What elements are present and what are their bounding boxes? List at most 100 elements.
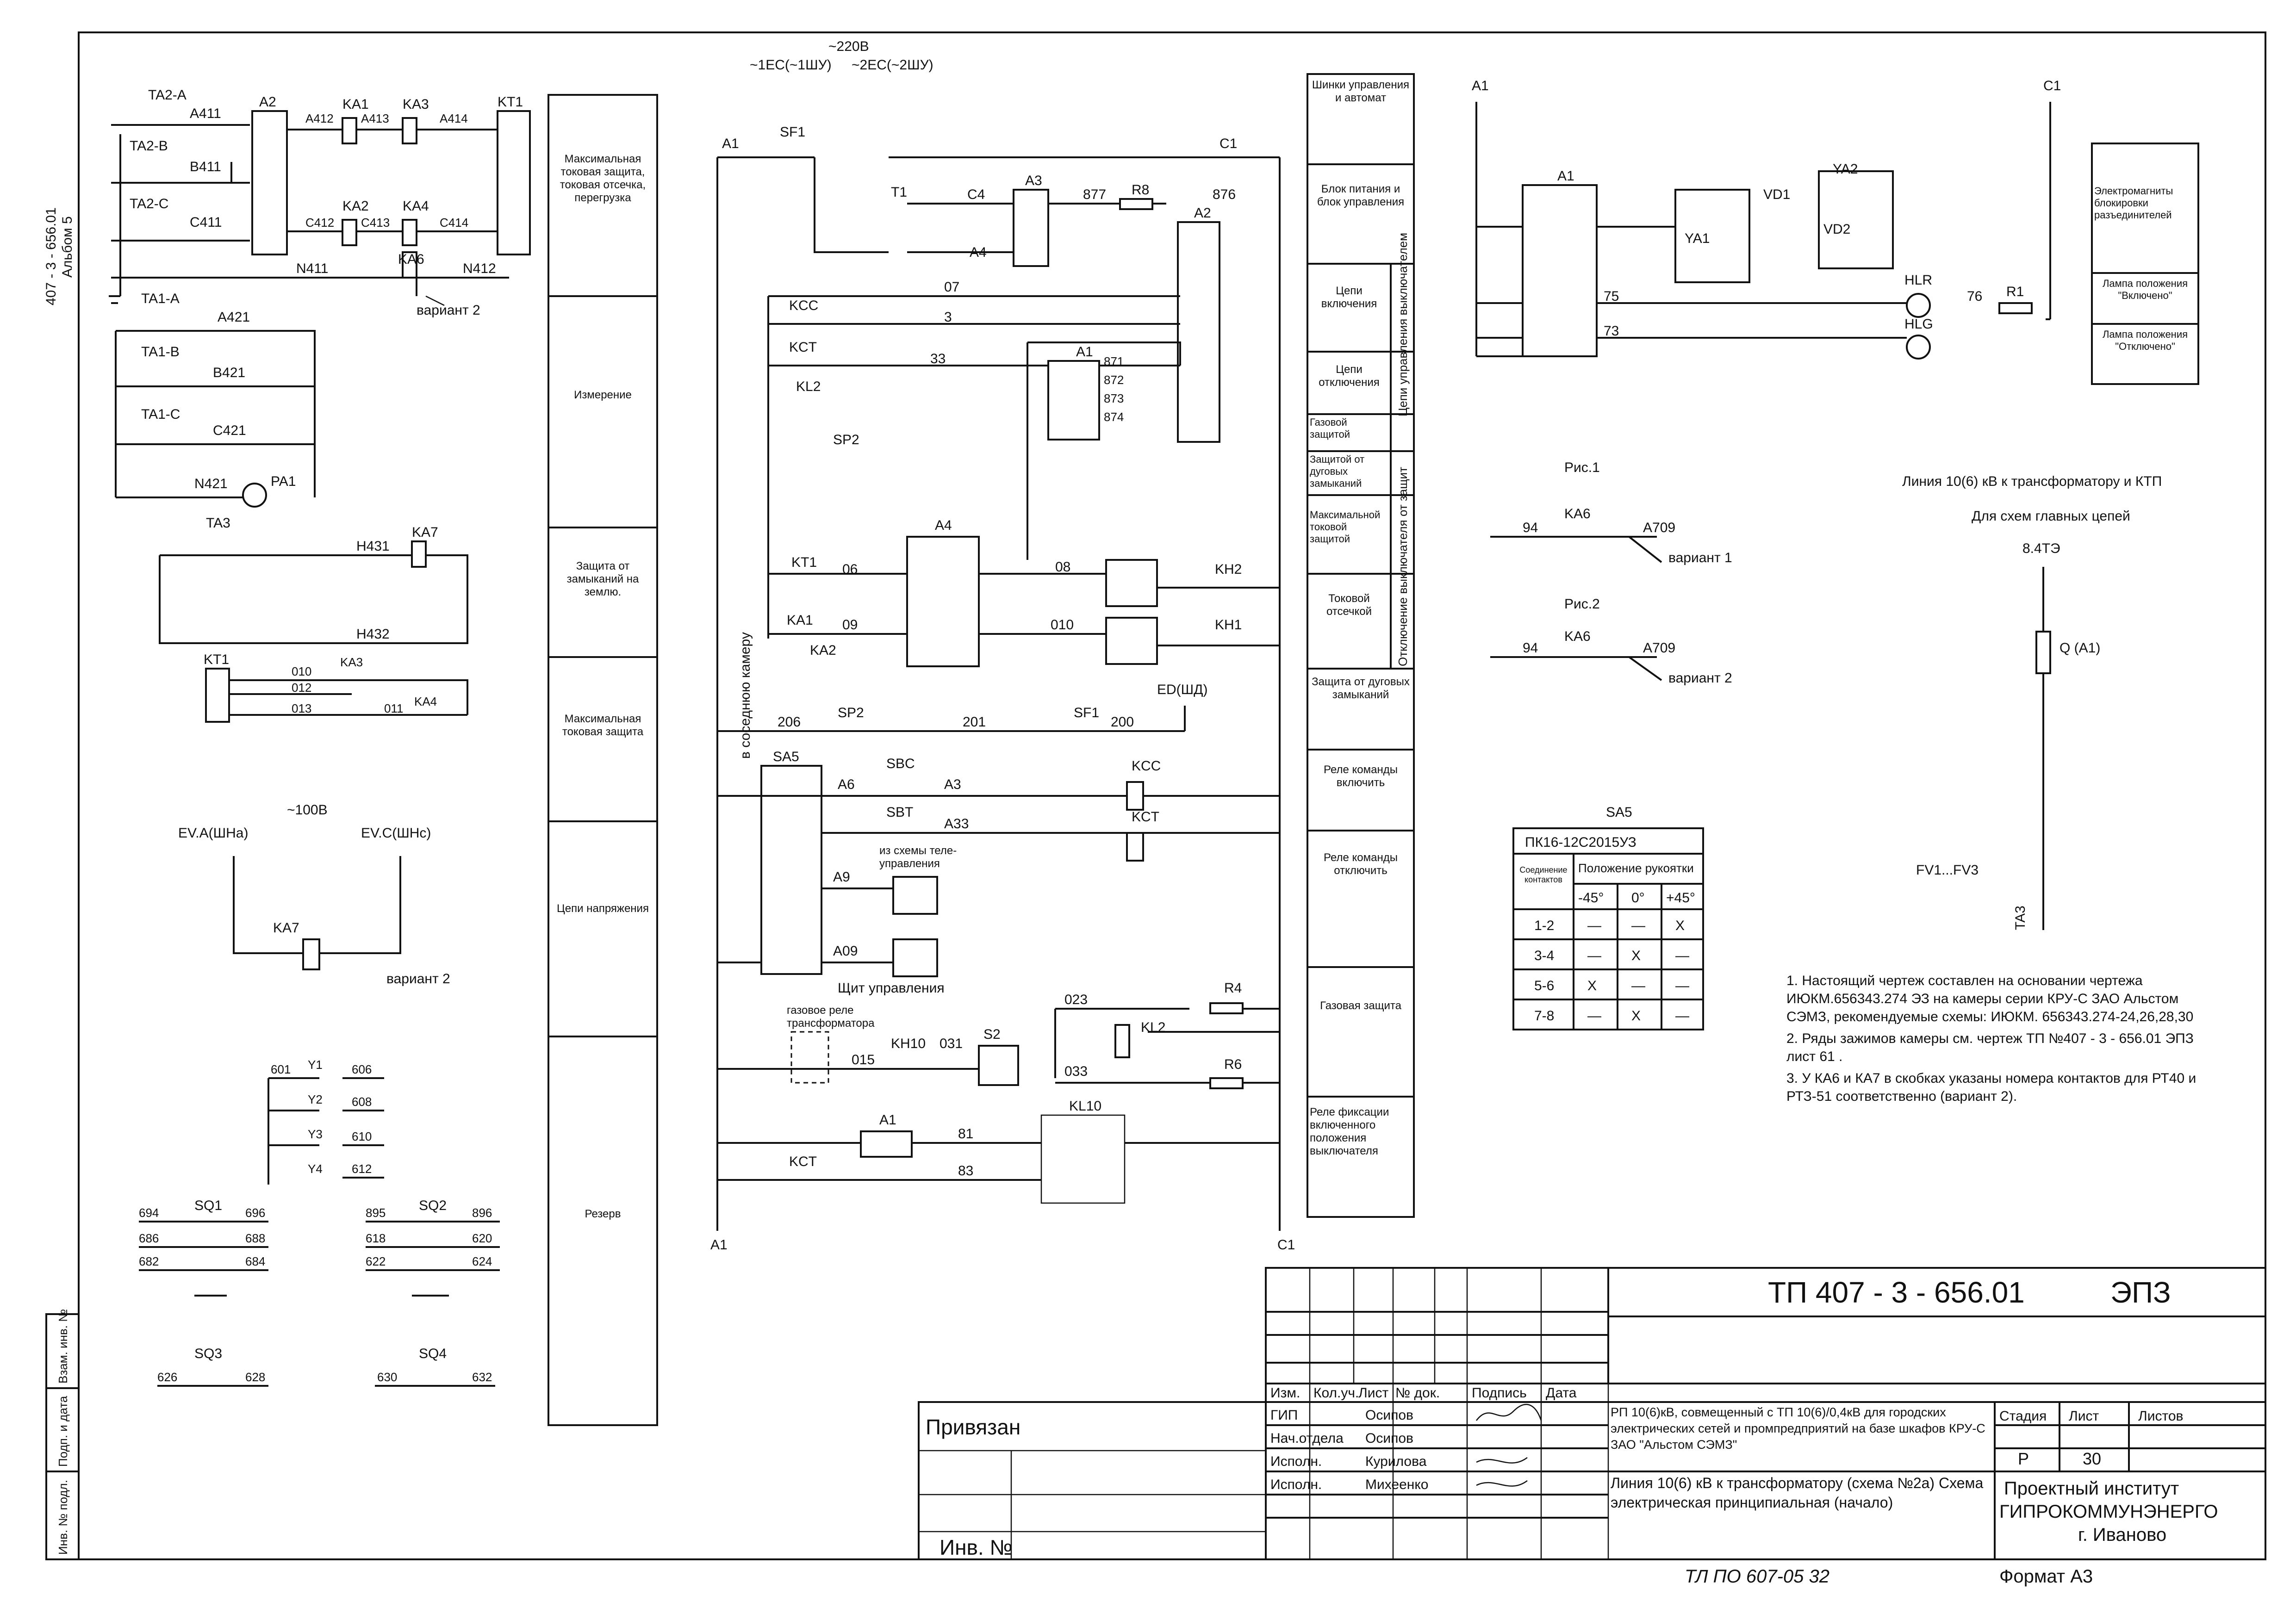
kt1-wiring	[229, 679, 468, 716]
block-control-panel	[892, 938, 938, 977]
project-name: РП 10(6)кВ, совмещенный с ТП 10(6)/0,4кВ…	[1611, 1405, 1985, 1452]
fig-1-label: Рис.1	[1564, 460, 1600, 475]
wire-09: 09	[842, 617, 858, 633]
wire-b411: B411	[190, 159, 221, 174]
wire-a414: A414	[440, 112, 468, 125]
sa5-cell: —	[1587, 918, 1601, 933]
legend-lamp-on: Лампа положения "Включено"	[2102, 278, 2188, 301]
wire-c413: C413	[361, 216, 390, 230]
wire-624: 624	[472, 1254, 492, 1268]
relay-ka7	[411, 540, 427, 568]
block-a3	[1013, 189, 1049, 267]
wire-895: 895	[366, 1206, 386, 1220]
wire-a4: A4	[970, 245, 987, 260]
ta1-wiring	[115, 330, 316, 498]
relay-kh2	[1105, 559, 1158, 607]
label-q: Q (A1)	[2060, 640, 2100, 656]
label-kt1: KT1	[498, 94, 523, 110]
wire-201: 201	[963, 714, 986, 730]
sq2-wiring	[366, 1221, 500, 1297]
name-exec-1: Курилова	[1365, 1454, 1427, 1469]
role-head: Нач.отдела	[1270, 1431, 1344, 1446]
wire-877: 877	[1083, 187, 1106, 202]
sq3-contacts: SQ3 626 628	[157, 1346, 268, 1387]
sheet-value: 30	[2083, 1449, 2101, 1468]
function-column-1: Максимальная токовая защита, токовая отс…	[548, 94, 658, 1426]
fc2-item-trip-cmd: Реле команды отключить	[1324, 851, 1398, 877]
switch-sa5	[760, 765, 822, 975]
label-a2: A2	[259, 94, 276, 110]
title-doc: ЭПЗ	[2110, 1276, 2171, 1309]
label-ka4-b: KA4	[414, 695, 437, 708]
fc1-dividers	[548, 295, 657, 1037]
wire-873: 873	[1104, 391, 1124, 405]
label-ta3: TA3	[206, 515, 230, 531]
title-block: ТП 407 - 3 - 656.01 ЭПЗ Изм. Кол.уч. Лис…	[918, 1267, 2266, 1587]
sa5-pos-minus45: -45°	[1578, 890, 1604, 906]
right-panel: A1 C1 A1 YA1 YA2 VD1 VD2 75 73 76 HLR HL…	[1472, 78, 2199, 930]
margin-doc-code: 407 - 3 - 656.01	[44, 207, 59, 305]
wire-612: 612	[352, 1162, 372, 1176]
block-a2	[251, 110, 288, 255]
block-a1-mid	[1047, 360, 1100, 441]
bus-a1-bottom: A1	[710, 1237, 728, 1253]
relay-kct	[1126, 832, 1144, 862]
fc2-item-trip: Цепи отключения	[1319, 363, 1380, 389]
label-hlr: HLR	[1904, 273, 1932, 288]
sa5-cell: X	[1631, 1008, 1641, 1024]
fc1-frame	[548, 94, 658, 1426]
left-panel: TA2-A TA2-B TA2-C A411 B411 C411 A2 KA1 …	[109, 87, 531, 1387]
lamp-hlr	[1906, 293, 1931, 318]
close-trip-wiring	[767, 295, 1181, 639]
wire-c421: C421	[213, 423, 246, 438]
wire-618: 618	[366, 1231, 386, 1245]
signature	[1476, 1457, 1528, 1464]
label-ka6-fig1: KA6	[1564, 506, 1591, 521]
wire-682: 682	[139, 1254, 159, 1268]
relay-kt1-contacts	[205, 668, 230, 723]
wire-015: 015	[852, 1052, 875, 1067]
legend-frame	[2091, 143, 2199, 385]
legend-dividers	[2092, 272, 2198, 325]
legend-blocking-magnets: Электромагниты блокировки разъединителей	[2094, 185, 2173, 221]
sheet-title: Линия 10(6) кВ к трансформатору (схема №…	[1611, 1475, 1984, 1511]
y-contacts: Y1 Y2 Y3 Y4 601 606 608 610 612	[268, 1058, 384, 1185]
wire-a09: A09	[833, 943, 858, 959]
ta3-loop	[159, 554, 468, 644]
title-block-columns	[1309, 1268, 1609, 1559]
sa5-cell: —	[1587, 948, 1601, 963]
wire-07: 07	[944, 279, 959, 295]
relay-ka7-b	[302, 938, 320, 970]
resistor-r6	[1209, 1077, 1244, 1089]
label-sp2-b: SP2	[838, 705, 864, 720]
fc2-item-position-relay: Реле фиксации включенного положения выкл…	[1310, 1106, 1389, 1157]
sa5-pos-header: Положение рукоятки	[1578, 861, 1694, 875]
wire-83: 83	[958, 1163, 973, 1179]
wire-610: 610	[352, 1129, 372, 1143]
relay-kl2	[1114, 1024, 1130, 1058]
sq4-contacts: SQ4 630 632	[375, 1346, 495, 1387]
stage-label: Стадия	[1999, 1409, 2047, 1424]
lamp-hlg	[1906, 335, 1931, 360]
wire-632: 632	[472, 1370, 492, 1384]
wire-620: 620	[472, 1231, 492, 1245]
label-r8: R8	[1132, 182, 1149, 198]
side-stamp-inv: Инв. № подл.	[56, 1480, 70, 1555]
label-ka2: KA2	[342, 199, 369, 214]
label-y4: Y4	[308, 1162, 323, 1176]
label-kct: KCT	[789, 340, 817, 355]
sa5-table: SA5 ПК16-12С2015УЗ Соединение контактов …	[1512, 805, 1704, 1030]
wire-013: 013	[292, 701, 311, 715]
wire-81: 81	[958, 1126, 973, 1142]
wire-n421: N421	[194, 476, 228, 491]
label-vd1: VD1	[1763, 187, 1790, 202]
wire-a411: A411	[190, 106, 221, 121]
sa5-row-contacts: 1-2	[1534, 918, 1554, 933]
ta2-wiring	[111, 124, 250, 296]
binding-frame	[918, 1401, 1267, 1560]
variant-2-fig2: вариант 2	[1668, 670, 1732, 686]
label-ya1: YA1	[1685, 231, 1710, 246]
vlabel-trip-protection: Отключение выключателя от защит	[1396, 467, 1410, 666]
role-exec-2: Исполн.	[1270, 1477, 1322, 1492]
sa5-cell: X	[1675, 918, 1685, 933]
